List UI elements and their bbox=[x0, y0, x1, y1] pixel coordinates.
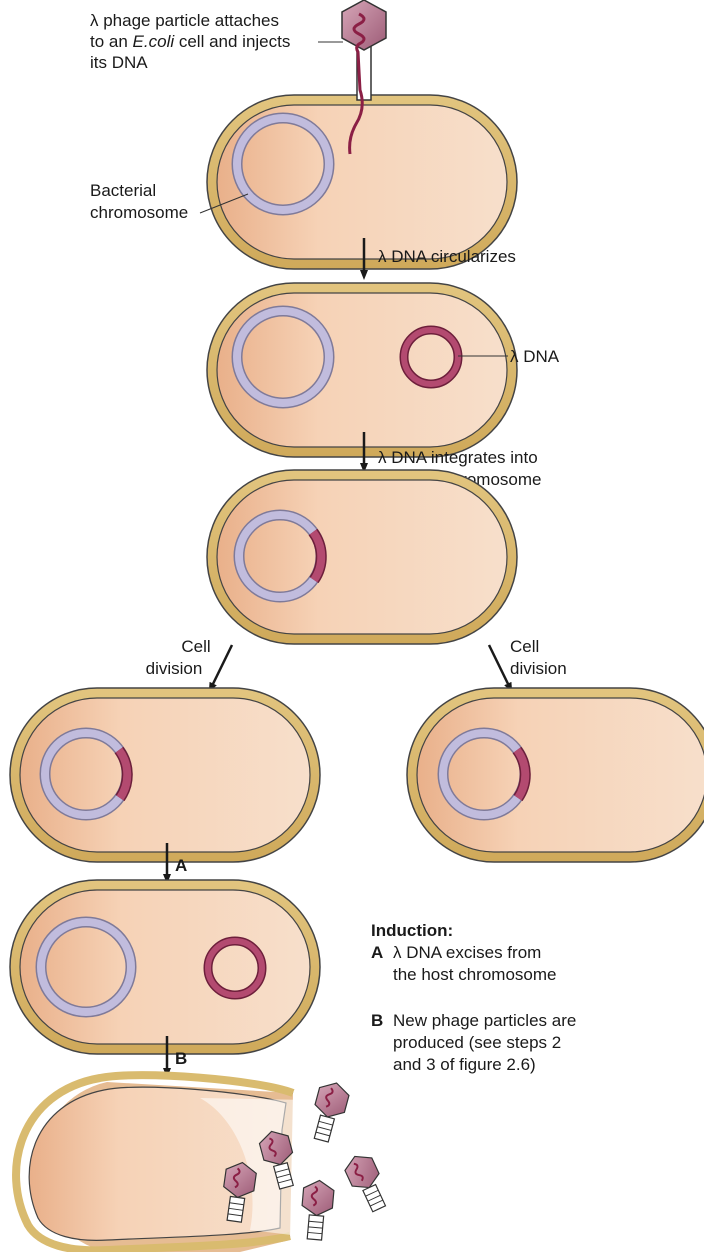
infection-label-line3: its DNA bbox=[90, 53, 148, 72]
legend-item-b-line1: New phage particles are bbox=[393, 1011, 576, 1030]
cell-circularized bbox=[207, 283, 517, 457]
phage-icon bbox=[307, 1079, 352, 1144]
cell-division-right-line1: Cell bbox=[510, 637, 539, 656]
legend-item-a-line1: λ DNA excises from bbox=[393, 943, 541, 962]
step-integrates-label-line1: λ DNA integrates into bbox=[378, 448, 538, 467]
bacterial-chromosome-label-line1: Bacterial bbox=[90, 181, 156, 200]
bacterial-chromosome-label-line2: chromosome bbox=[90, 203, 188, 222]
phage-icon bbox=[341, 1150, 392, 1215]
legend-item-a-line2: the host chromosome bbox=[393, 965, 556, 984]
cell-excised bbox=[10, 880, 320, 1054]
daughter-cell-left bbox=[10, 688, 320, 862]
legend-item-b-line3: and 3 of figure 2.6) bbox=[393, 1055, 536, 1074]
legend-title: Induction: bbox=[371, 921, 453, 940]
legend-item-b-line2: produced (see steps 2 bbox=[393, 1033, 561, 1052]
cell-integrated bbox=[207, 470, 517, 644]
arrow-b-letter: B bbox=[175, 1049, 187, 1068]
legend-item-b-letter: B bbox=[371, 1011, 383, 1030]
cell-division-right-line2: division bbox=[510, 659, 567, 678]
arrow-cell-division-right bbox=[489, 645, 510, 688]
lambda-dna-label: λ DNA bbox=[510, 347, 560, 366]
cell-division-left-line2: division bbox=[146, 659, 203, 678]
cell-division-left-line1: Cell bbox=[181, 637, 210, 656]
legend-item-a-letter: A bbox=[371, 943, 383, 962]
daughter-cell-right bbox=[407, 688, 704, 862]
step-circularizes-label: λ DNA circularizes bbox=[378, 247, 516, 266]
arrow-a-letter: A bbox=[175, 856, 187, 875]
infection-label-line1: λ phage particle attaches bbox=[90, 11, 279, 30]
cell-lysing bbox=[16, 1075, 310, 1252]
arrow-cell-division-left bbox=[211, 645, 232, 688]
induction-legend: Induction: A λ DNA excises from the host… bbox=[371, 921, 576, 1074]
infection-label-line2: to an E.coli cell and injects bbox=[90, 32, 290, 51]
phage-icon bbox=[299, 1179, 334, 1241]
